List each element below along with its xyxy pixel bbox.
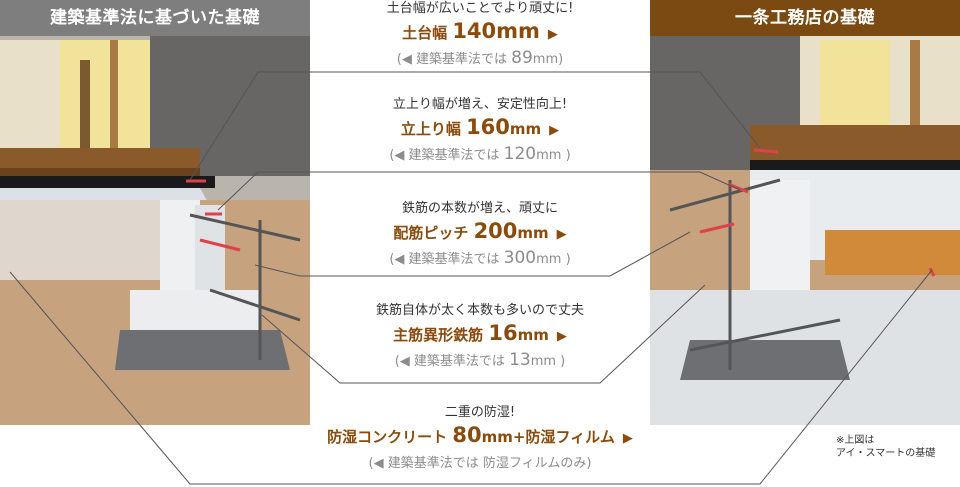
note-suffix: ) [558,52,564,67]
comparison-column: 土台幅が広いことでより頑丈に! 土台幅 140mm ▶ (◀ 建築基準法では 89… [310,0,650,487]
item-unit: mm [517,326,549,344]
item-spec: 土台幅 140mm ▶ [310,18,650,48]
right-triangle-icon: ▶ [556,227,567,242]
comparison-item-moisture-proof: 二重の防湿! 防湿コンクリート 80mm+防湿フィルム ▶ (◀ 建築基準法では … [310,404,650,474]
footnote-line: ※上図は [836,435,875,446]
item-label: 主筋異形鉄筋 [393,326,489,344]
ichijo-foundation-illustration [650,0,960,425]
item-value: 80 [452,423,482,447]
item-spec: 立上り幅 160mm ▶ [310,114,650,144]
note-suffix: ) [556,354,566,369]
right-triangle-icon: ▶ [547,27,558,42]
right-panel-title: 一条工務店の基礎 [650,0,960,36]
item-unit: mm [517,224,549,242]
comparison-item-main-rebar: 鉄筋自体が太く本数も多いので丈夫 主筋異形鉄筋 16mm▶ (◀ 建築基準法では… [310,302,650,372]
item-lead: 立上り幅が増え、安定性向上! [392,97,568,112]
note-unit: mm [536,148,562,163]
note-prefix: (◀ 建築基準法では 防湿フィルムのみ) [368,456,592,471]
left-panel-title: 建築基準法に基づいた基礎 [0,0,310,36]
item-note: (◀ 建築基準法では 89mm) [310,48,650,70]
note-value: 13 [509,350,531,370]
note-value: 300 [503,248,537,268]
note-value: 120 [503,144,537,164]
item-value: 140mm [452,19,540,43]
item-label: 土台幅 [402,24,453,42]
note-unit: mm [536,252,562,267]
item-note: (◀ 建築基準法では 300mm ) [310,248,650,270]
footnote-line: アイ・スマートの基礎 [836,448,936,459]
note-prefix: (◀ 建築基準法では [396,52,512,67]
item-unit: mm+防湿フィルム [481,428,615,446]
right-triangle-icon: ▶ [549,123,560,138]
left-foundation-panel: 建築基準法に基づいた基礎 [0,0,310,425]
note-prefix: (◀ 建築基準法では [394,354,510,369]
item-spec: 主筋異形鉄筋 16mm ▶ [310,320,650,350]
comparison-item-base-width: 土台幅が広いことでより頑丈に! 土台幅 140mm ▶ (◀ 建築基準法では 89… [310,0,650,70]
item-lead: 鉄筋の本数が増え、頑丈に [401,201,558,216]
item-label: 立上り幅 [400,120,467,138]
footnote: ※上図は アイ・スマートの基礎 [836,434,935,460]
note-suffix: ) [561,148,571,163]
item-note: (◀ 建築基準法では 防湿フィルムのみ) [310,452,650,474]
item-note: (◀ 建築基準法では 13mm ) [310,350,650,372]
item-label: 配筋ピッチ [393,224,474,242]
comparison-item-rise-width: 立上り幅が増え、安定性向上! 立上り幅 160mm▶ (◀ 建築基準法では 12… [310,96,650,166]
item-value: 160 [466,115,510,139]
note-prefix: (◀ 建築基準法では [389,148,504,163]
item-lead: 鉄筋自体が太く本数も多いので丈夫 [375,303,584,318]
note-value: 89 [511,48,533,68]
item-unit: mm [509,120,542,138]
item-label: 防湿コンクリート [327,428,453,446]
item-lead: 土台幅が広いことでより頑丈に! [386,1,574,16]
right-triangle-icon: ▶ [556,329,567,344]
item-note: (◀ 建築基準法では 120mm ) [310,144,650,166]
item-spec: 防湿コンクリート 80mm+防湿フィルム ▶ [310,422,650,452]
standard-foundation-illustration [0,0,310,425]
comparison-item-rebar-pitch: 鉄筋の本数が増え、頑丈に 配筋ピッチ 200mm▶ (◀ 建築基準法では 300… [310,200,650,270]
note-unit: mm [530,354,557,369]
right-foundation-panel: 一条工務店の基礎 [650,0,960,425]
note-prefix: (◀ 建築基準法では [389,252,504,267]
item-lead: 二重の防湿! [444,405,516,420]
item-value: 16 [488,321,518,345]
right-triangle-icon: ▶ [622,431,633,446]
note-unit: mm [532,52,559,67]
note-suffix: ) [561,252,571,267]
item-spec: 配筋ピッチ 200mm ▶ [310,218,650,248]
item-value: 200 [473,219,518,243]
